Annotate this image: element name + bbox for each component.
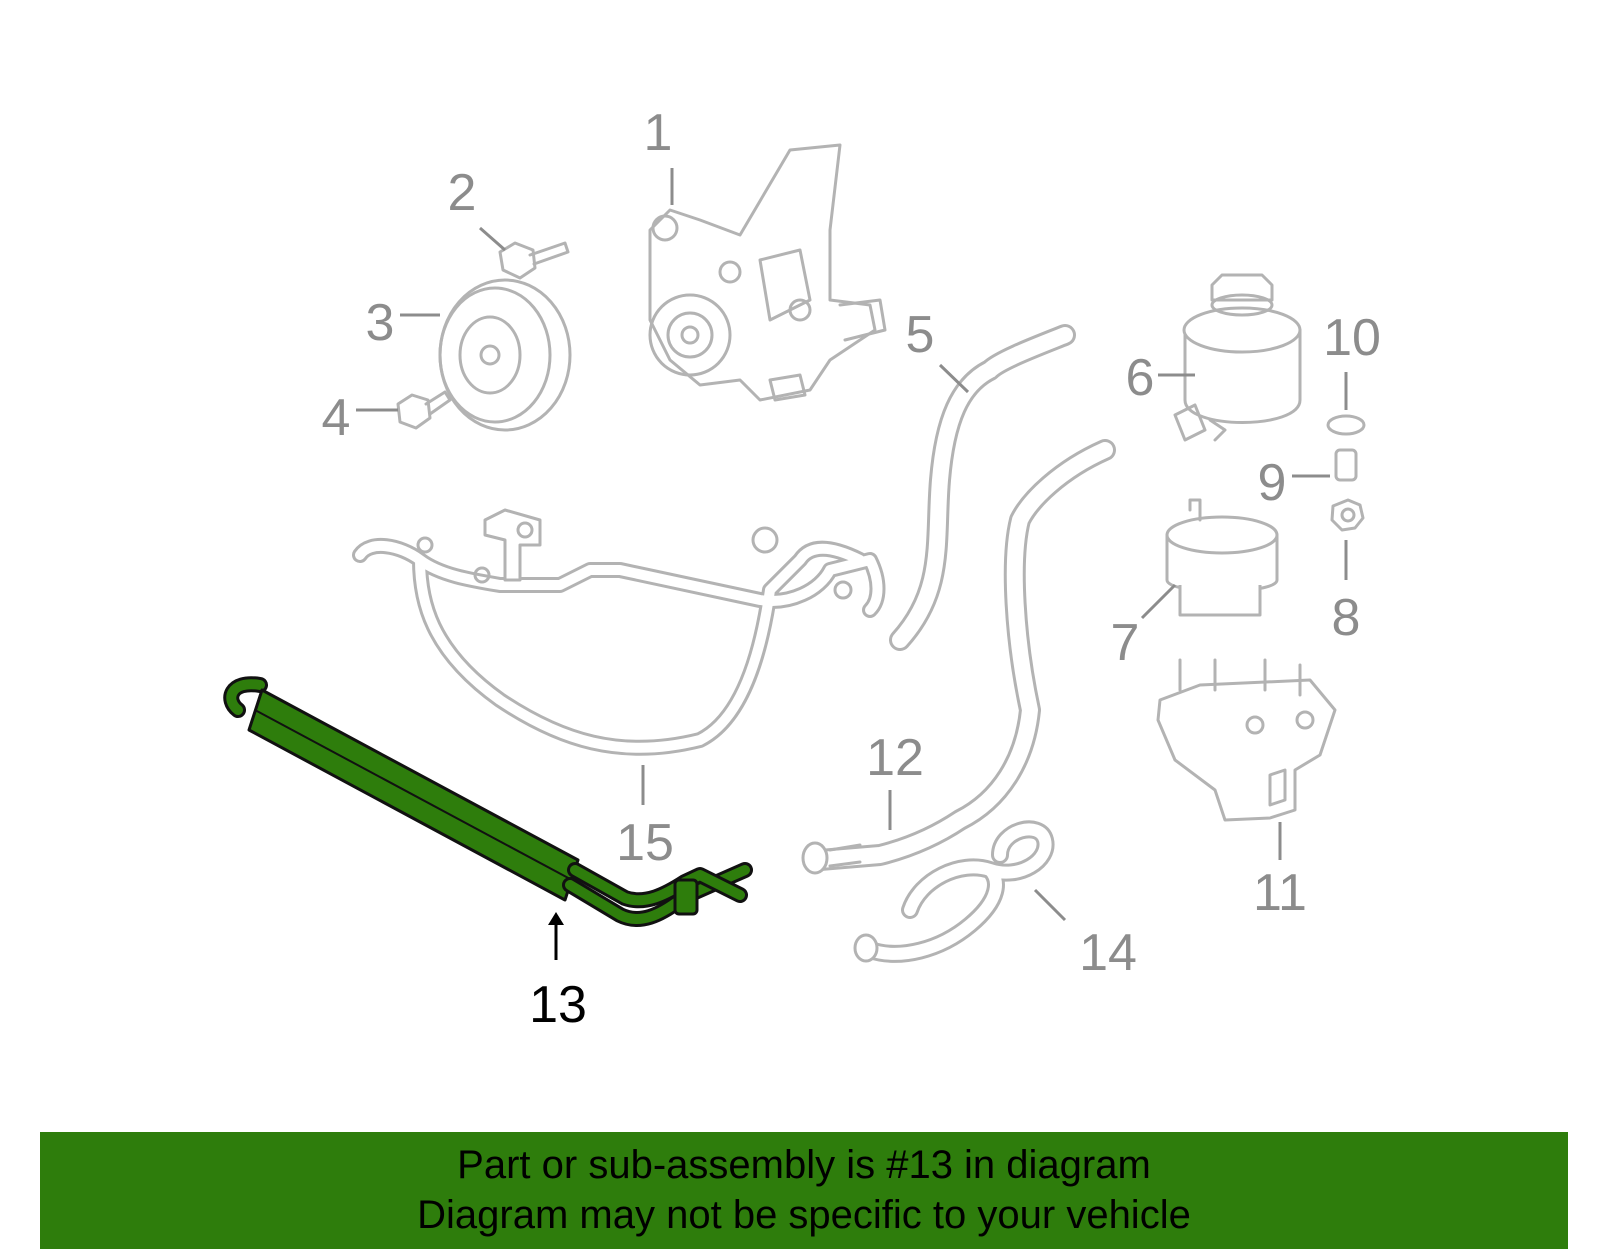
- power-steering-pump: [648, 143, 887, 402]
- callout-10: 10: [1323, 309, 1381, 367]
- line-assembly: [352, 508, 886, 756]
- callout-1: 1: [644, 104, 673, 162]
- power-steering-cooler-highlighted: [223, 676, 753, 927]
- footer-line-1: Part or sub-assembly is #13 in diagram: [457, 1143, 1151, 1187]
- pressure-hose-fitting: [853, 933, 879, 963]
- callout-15: 15: [616, 814, 674, 872]
- footer-banner: Part or sub-assembly is #13 in diagram D…: [40, 1132, 1568, 1249]
- mounting-bracket: [1156, 658, 1337, 822]
- washer: [1326, 414, 1366, 436]
- return-hose: [809, 439, 1116, 871]
- callout-7: 7: [1111, 614, 1140, 672]
- suction-hose-inner: [892, 327, 1073, 648]
- arrow-14: [1033, 888, 1067, 922]
- pressure-hose-inner: [864, 823, 1052, 960]
- arrow-13-head: [548, 912, 564, 925]
- callout-6: 6: [1126, 349, 1155, 407]
- grommet: [1330, 498, 1365, 532]
- callout-5: 5: [906, 306, 935, 364]
- return-hose-inner: [812, 442, 1113, 868]
- pulley: [438, 278, 572, 432]
- fluid-reservoir: [1173, 273, 1302, 442]
- return-hose-fitting: [801, 841, 862, 875]
- arrow-2: [479, 226, 506, 252]
- arrow-7: [1140, 583, 1177, 620]
- footer-line-2: Diagram may not be specific to your vehi…: [417, 1193, 1191, 1237]
- bushing: [1334, 448, 1358, 482]
- callout-12: 12: [866, 729, 924, 787]
- callout-9: 9: [1258, 454, 1287, 512]
- callout-3: 3: [366, 294, 395, 352]
- callout-8: 8: [1332, 589, 1361, 647]
- callout-14: 14: [1079, 924, 1137, 982]
- callout-11: 11: [1253, 864, 1307, 922]
- callout-13: 13: [529, 976, 587, 1034]
- reservoir-bracket: [1165, 498, 1279, 617]
- mounting-bolt: [396, 390, 452, 430]
- arrow-5: [938, 363, 970, 394]
- callout-4: 4: [322, 389, 351, 447]
- callout-2: 2: [448, 164, 477, 222]
- pulley-bolt: [498, 241, 570, 280]
